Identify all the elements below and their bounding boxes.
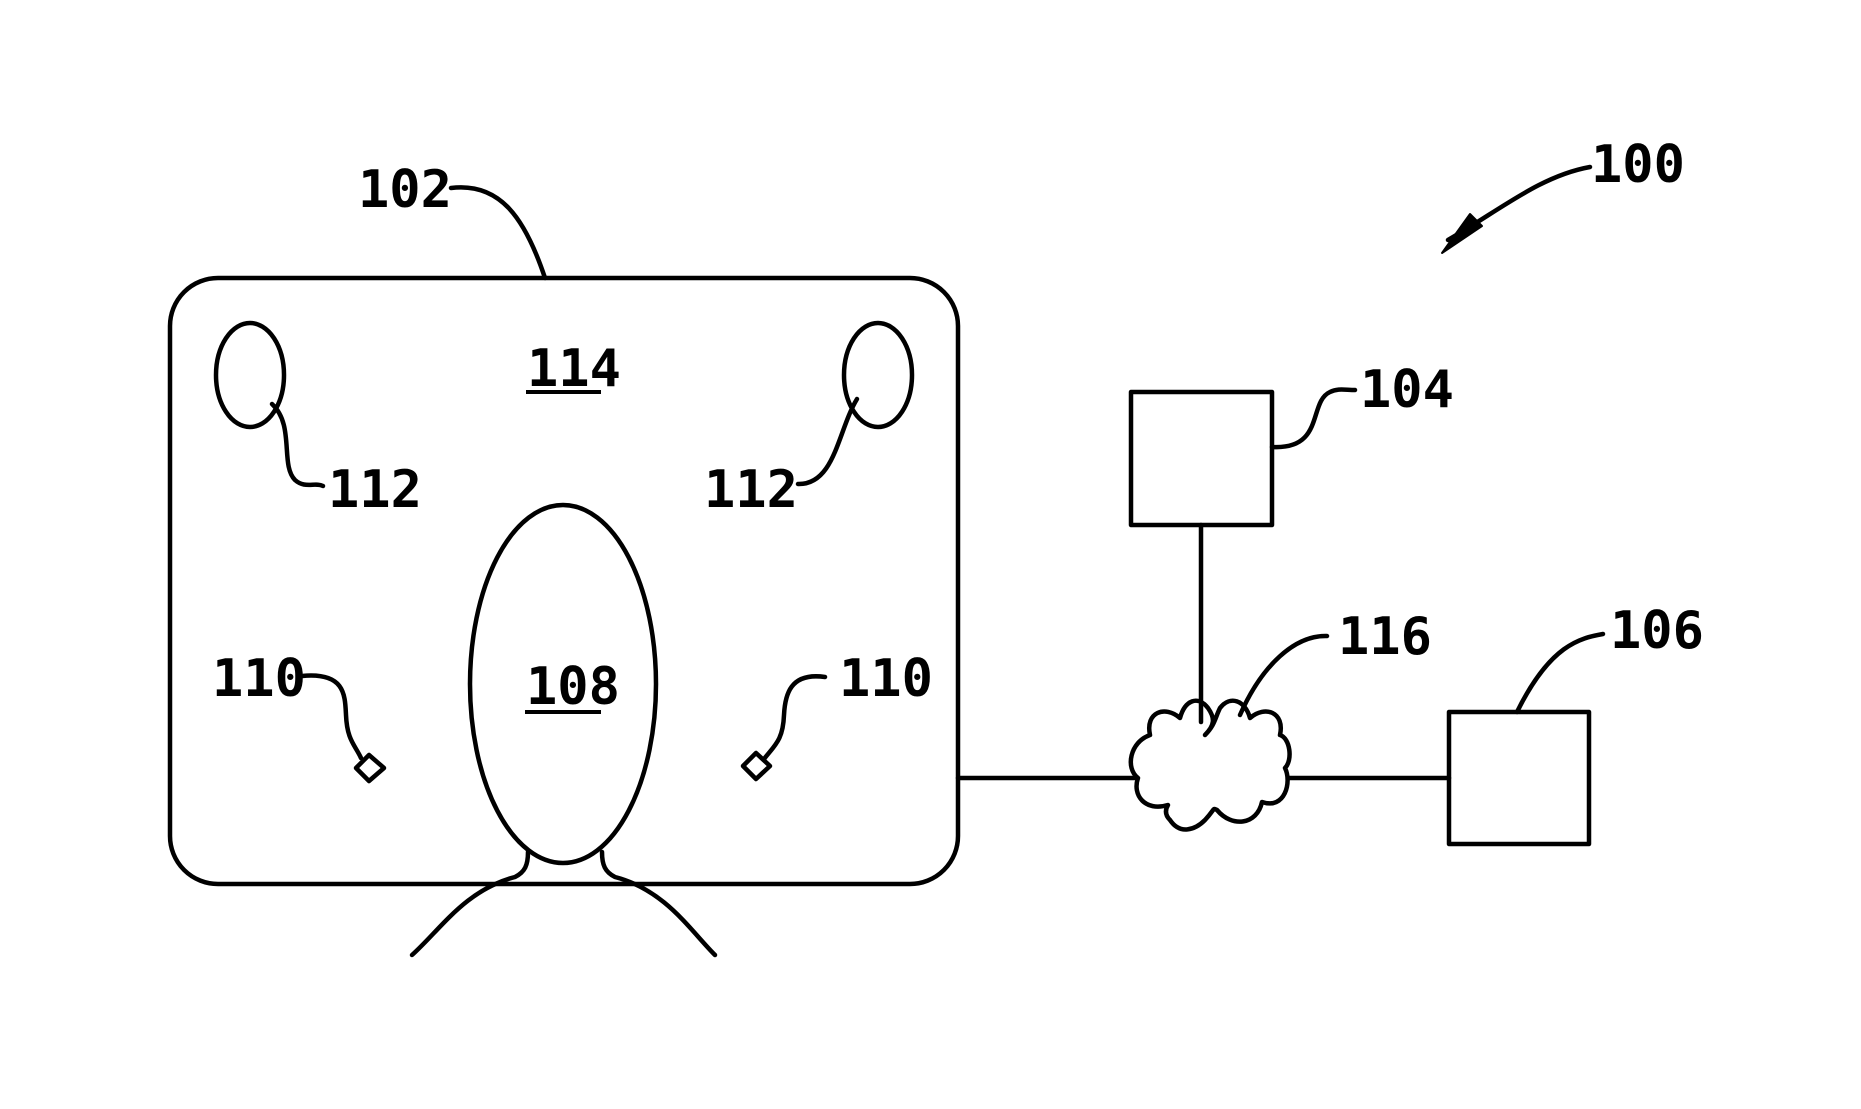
user-shoulder-right bbox=[602, 852, 715, 955]
leader-110-right bbox=[764, 676, 825, 759]
system-arrow bbox=[1442, 167, 1590, 253]
leader-110-left bbox=[302, 676, 361, 758]
speaker-right bbox=[844, 323, 912, 427]
leader-116 bbox=[1240, 636, 1327, 715]
label-112-left: 112 bbox=[328, 460, 422, 520]
user-silhouette bbox=[412, 505, 715, 955]
label-110-left: 110 bbox=[212, 649, 306, 709]
label-102: 102 bbox=[358, 160, 452, 220]
label-110-right: 110 bbox=[839, 649, 933, 709]
leader-106 bbox=[1517, 634, 1603, 712]
leader-112-left bbox=[272, 404, 323, 486]
device-104 bbox=[1131, 392, 1272, 525]
speaker-left bbox=[216, 323, 284, 427]
label-108: 108 bbox=[526, 657, 620, 717]
device-106 bbox=[1449, 712, 1589, 844]
label-116: 116 bbox=[1338, 607, 1432, 667]
label-112-right: 112 bbox=[704, 460, 798, 520]
label-100: 100 bbox=[1591, 135, 1685, 195]
leader-112-right bbox=[798, 399, 857, 484]
label-104: 104 bbox=[1360, 360, 1454, 420]
user-shoulder-left bbox=[412, 852, 528, 955]
network-cloud bbox=[1131, 701, 1290, 830]
leader-104 bbox=[1272, 390, 1355, 448]
label-106: 106 bbox=[1610, 601, 1704, 661]
leader-102 bbox=[451, 187, 545, 278]
